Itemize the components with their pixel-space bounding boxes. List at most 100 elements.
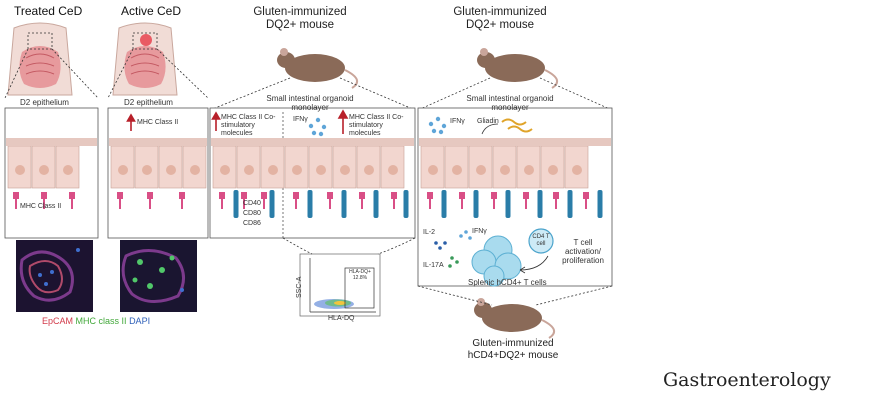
mhc-receptor: [427, 192, 433, 209]
mhc-receptor: [391, 192, 397, 209]
gliadin-icon: [501, 118, 533, 133]
tcell-cluster: [471, 235, 522, 287]
legend-epcam: EpCAM: [42, 316, 74, 326]
title-active-ced: Active CeD: [121, 4, 182, 18]
if-image-active: [120, 240, 197, 312]
cell-nucleus: [15, 165, 25, 175]
zoom-lines-flow: [282, 237, 416, 255]
cell-nucleus: [316, 165, 326, 175]
label-epithelium-treated: D2 epithelium: [20, 98, 69, 107]
mhc-receptor: [491, 192, 497, 209]
mouse-icon-bottom: [474, 298, 556, 339]
journal-name: Gastroenterology: [663, 369, 831, 391]
label-organoid-right: Small intestinal organoid monolayer: [466, 94, 554, 112]
costim-receptor: [269, 190, 275, 218]
costim-receptor: [373, 190, 379, 218]
label-cd80: CD80: [243, 210, 261, 217]
costim-receptor: [537, 190, 543, 218]
cell-nucleus: [220, 165, 230, 175]
cd4-tcell: [528, 228, 554, 254]
legend-dapi: DAPI: [129, 316, 151, 326]
zoom-lines-mouse: [209, 77, 613, 111]
mhc-receptor: [327, 192, 333, 209]
mhc-receptor: [261, 192, 267, 209]
mhc-receptor: [459, 192, 465, 209]
cell-nucleus: [340, 165, 350, 175]
costim-receptor: [597, 190, 603, 218]
mouse-icon-right: [477, 48, 559, 89]
zoom-lines-bottom: [417, 285, 613, 306]
cytokine-dots: [434, 230, 472, 268]
if-image-treated: [16, 240, 93, 312]
cell-nucleus: [292, 165, 302, 175]
cell-nucleus: [452, 165, 462, 175]
costim-receptor: [505, 190, 511, 218]
mhc-receptor: [359, 192, 365, 209]
costim-receptor: [307, 190, 313, 218]
title-mouse-right: Gluten-immunized DQ2+ mouse: [453, 6, 547, 31]
cell-nucleus: [244, 165, 254, 175]
label-cd4-tcell: CD4 T cell: [532, 234, 550, 247]
mhc-receptor: [179, 192, 185, 209]
cell-nucleus: [364, 165, 374, 175]
title-mouse-bottom: Gluten-immunized hCD4+DQ2+ mouse: [467, 338, 559, 361]
costim-receptor: [403, 190, 409, 218]
label-cd86: CD86: [243, 220, 261, 227]
cell-nucleus: [63, 165, 73, 175]
mhc-receptor: [219, 192, 225, 209]
title-mouse-mid: Gluten-immunized DQ2+ mouse: [253, 6, 347, 31]
mhc-receptor: [147, 192, 153, 209]
mhc-receptor: [41, 192, 47, 209]
ifn-dots-mid: [308, 117, 327, 137]
mhc-receptor: [523, 192, 529, 209]
legend-mhc: MHC class II: [75, 316, 127, 326]
label-ifn-tcell: IFNγ: [472, 228, 487, 235]
label-gliadin: Gliadin: [477, 118, 499, 125]
mhc-receptor: [553, 192, 559, 209]
tcell-arrows: [519, 255, 549, 274]
label-il17a: IL-17A: [423, 262, 444, 269]
flow-gate-label: HLA-DQ+ 12.8%: [349, 269, 371, 281]
microvilli-band: [6, 138, 611, 146]
label-cd40: CD40: [243, 200, 261, 207]
mhc-receptor: [293, 192, 299, 209]
mouse-icon-mid: [277, 48, 359, 89]
gliadin-arrow: [481, 123, 499, 135]
upregulation-arrows: [126, 109, 349, 134]
label-organoid-mid: Small intestinal organoid monolayer: [266, 94, 354, 112]
label-mhc-costim-right: MHC Class II Co-stimulatory molecules: [349, 114, 404, 137]
cell-nucleus: [39, 165, 49, 175]
cell-nucleus: [572, 165, 582, 175]
flow-x-axis: HLA-DQ: [328, 315, 355, 322]
cell-nucleus: [268, 165, 278, 175]
label-ifn-mid: IFNγ: [293, 116, 308, 123]
mhc-receptor: [583, 192, 589, 209]
cell-nucleus: [166, 165, 176, 175]
label-epithelium-active: D2 epithelium: [124, 98, 173, 107]
mhc-receptor: [241, 192, 247, 209]
cell-nucleus: [190, 165, 200, 175]
mhc-receptor: [13, 192, 19, 209]
label-mhc-costim-left: MHC Class II Co-stimulatory molecules: [221, 114, 276, 137]
human-torso-active: [112, 22, 178, 96]
cell-nucleus: [388, 165, 398, 175]
costim-receptor: [441, 190, 447, 218]
cell-nucleus: [500, 165, 510, 175]
costim-receptor: [567, 190, 573, 218]
label-il2: IL-2: [423, 229, 436, 236]
costim-receptor: [341, 190, 347, 218]
receptor-markers: [13, 190, 603, 218]
stain-legend: EpCAM MHC class II DAPI: [42, 316, 150, 326]
label-mhc-baseline: MHC Class II: [20, 203, 62, 210]
flow-plot: [299, 253, 381, 317]
cell-nucleus: [142, 165, 152, 175]
title-treated-ced: Treated CeD: [14, 4, 83, 18]
costim-receptor: [473, 190, 479, 218]
flow-y-axis: SSC-A: [296, 276, 303, 298]
cell-nucleus: [428, 165, 438, 175]
label-ifn-right: IFNγ: [450, 118, 465, 125]
human-torso-treated: [7, 22, 73, 96]
epithelial-cell-rows: [7, 145, 589, 189]
label-tcell-activation: T cell activation/ proliferation: [562, 238, 604, 265]
